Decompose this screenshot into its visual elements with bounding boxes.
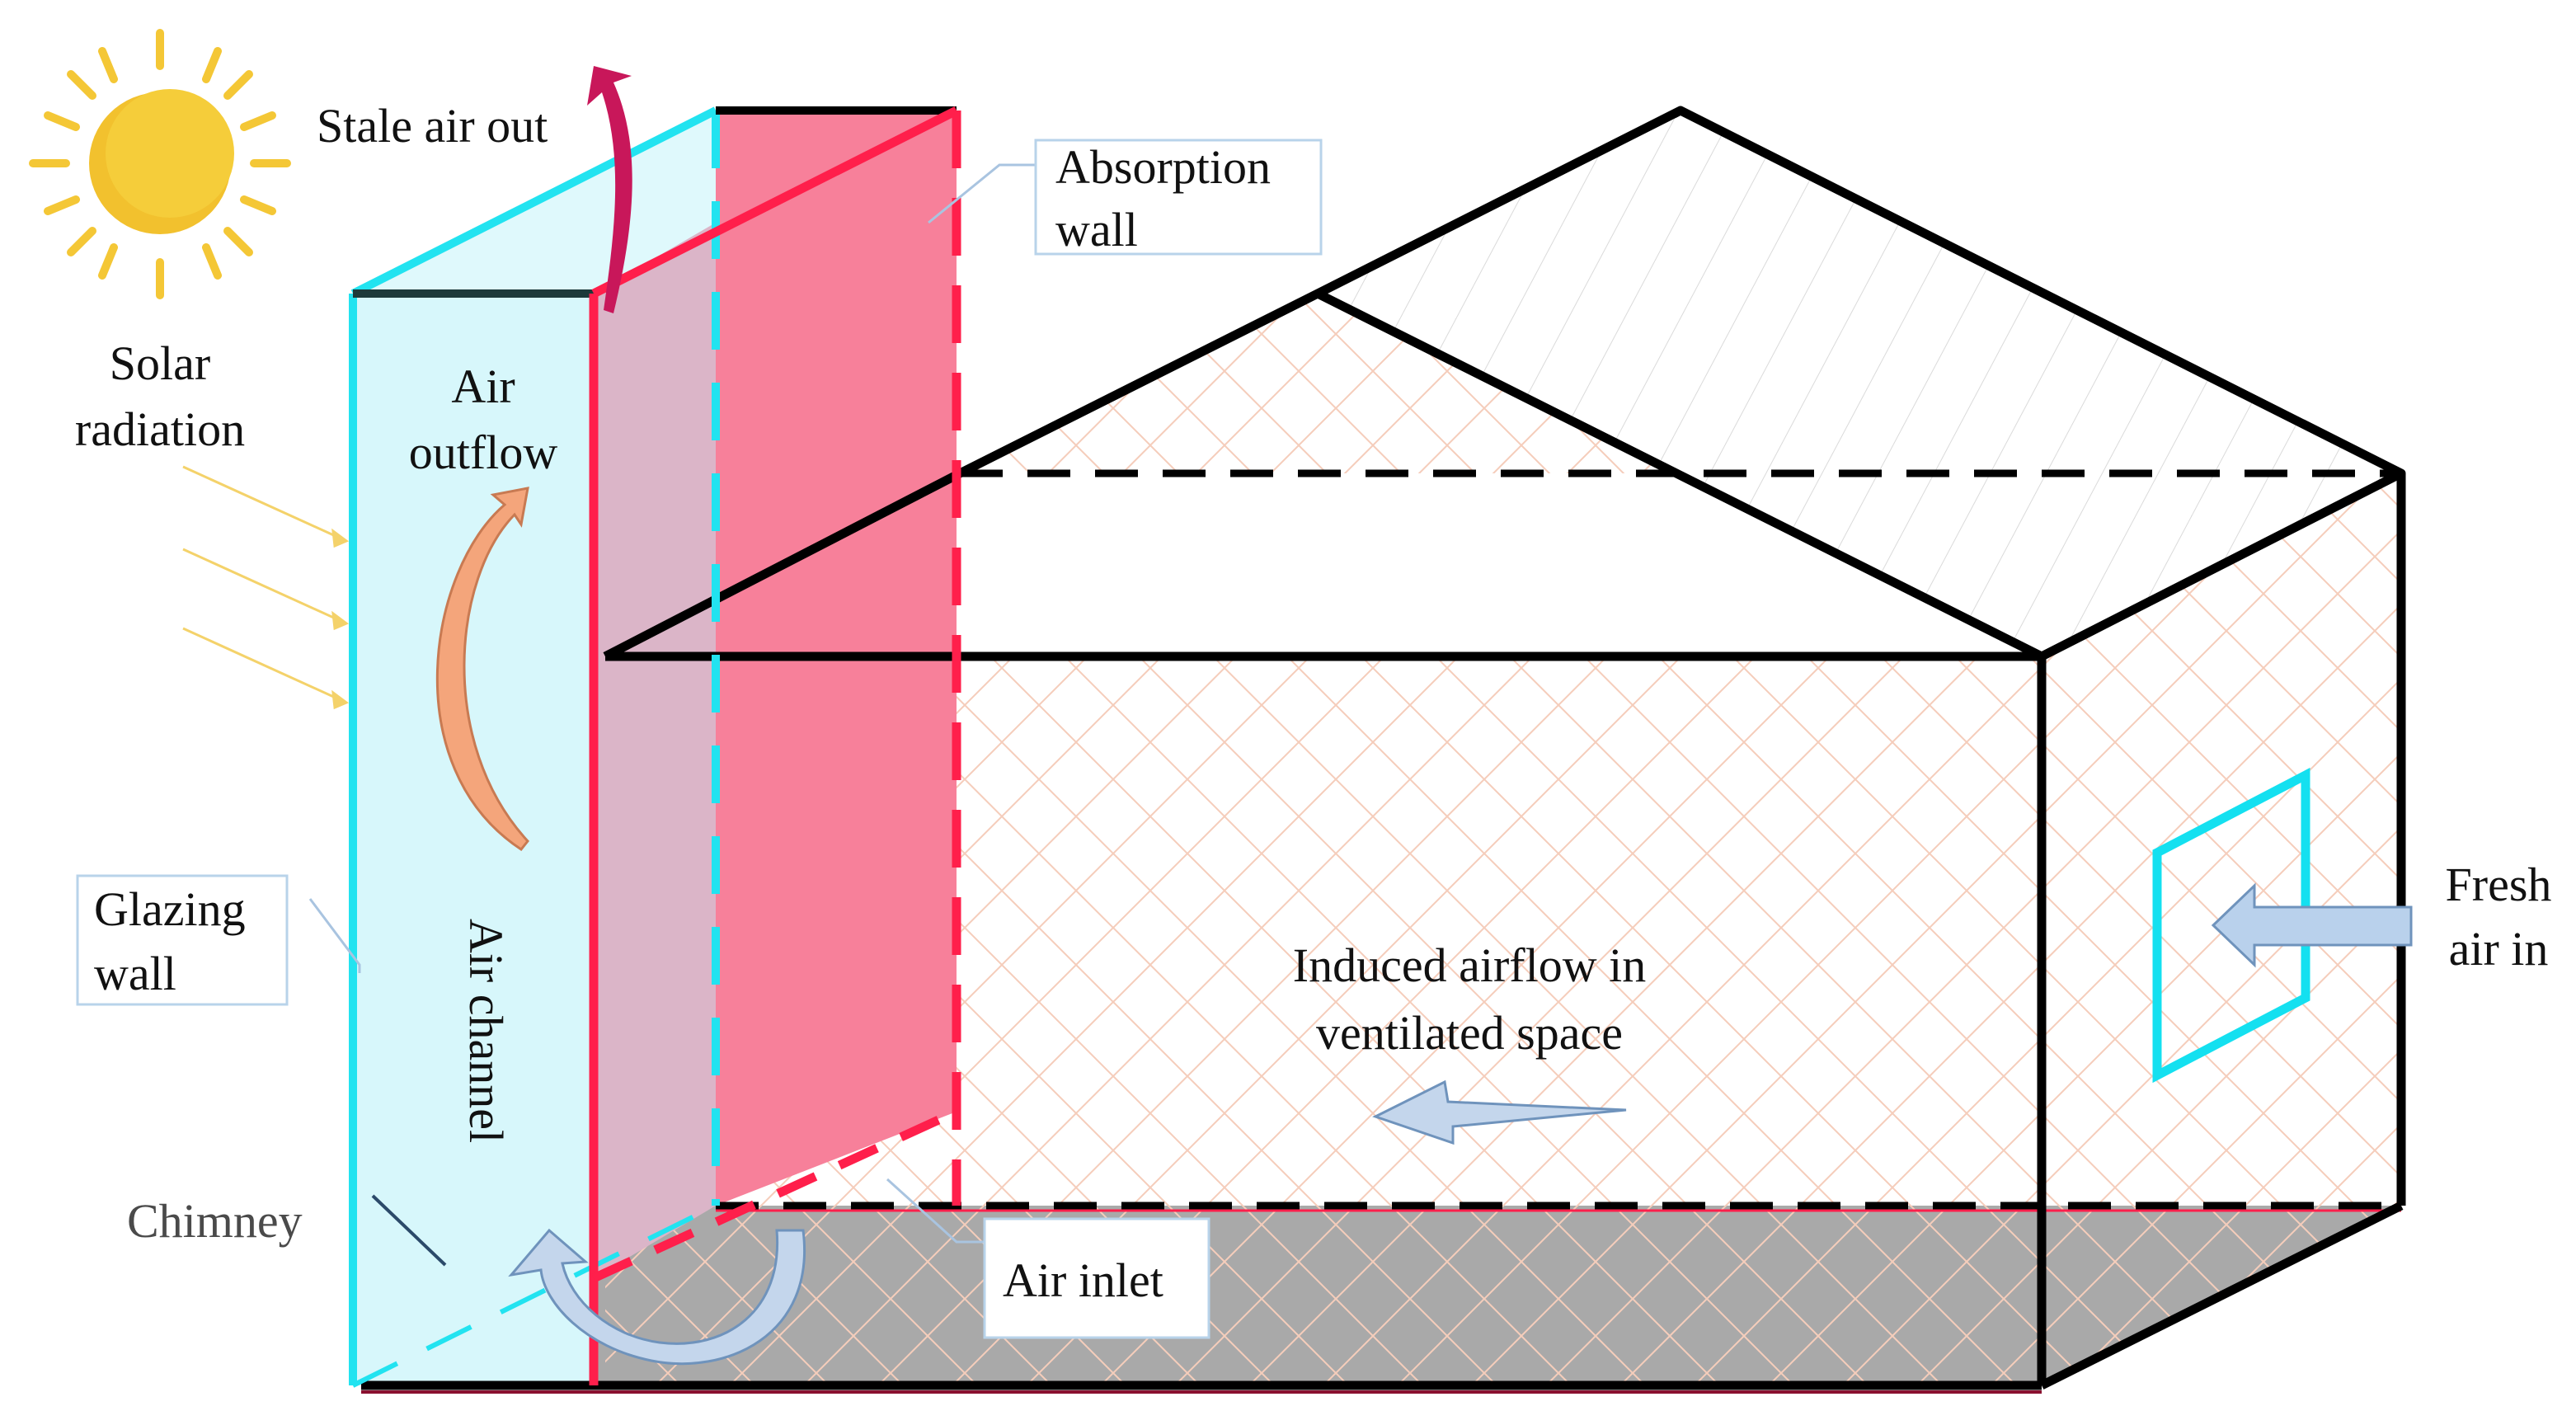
absorber-edges — [589, 106, 961, 1385]
air-outflow-label-line2: outflow — [409, 426, 558, 479]
air-inlet-callout — [983, 1217, 1210, 1339]
induced-airflow-label: Induced airflow in — [1293, 938, 1646, 992]
window — [2152, 767, 2310, 1084]
glazing-wall-label: Glazing — [94, 882, 246, 936]
fresh-air-in-label: Fresh — [2446, 858, 2552, 911]
stale-air-out-label: Stale air out — [317, 99, 548, 153]
solar-ray-arrows — [182, 465, 349, 710]
curved-arrow-icon — [436, 487, 529, 852]
leader-lines — [308, 163, 1036, 1244]
roof-plane — [1318, 111, 2401, 656]
glazing-wall-panel — [353, 294, 594, 1385]
gable-triangle — [960, 294, 1681, 473]
glazing-wall-label-line2: wall — [94, 947, 176, 1000]
solar-radiation-label: Solar — [110, 336, 210, 390]
air-inlet-label: Air inlet — [1003, 1253, 1163, 1307]
absorption-wall-callout — [1034, 139, 1323, 256]
fresh-air-arrow-icon — [2211, 882, 2413, 968]
absorption-wall-label: Absorption — [1055, 140, 1271, 194]
solar-radiation-label-line2: radiation — [75, 402, 245, 456]
house-outline — [361, 106, 2406, 1390]
glazing-edges — [349, 106, 720, 1388]
absorber-overlap — [594, 223, 716, 1278]
absorption-wall-label-line2: wall — [1055, 203, 1138, 256]
glazing-wall-callout — [76, 874, 289, 1006]
sun-icon — [29, 29, 291, 299]
air-outflow-label: Air — [451, 360, 515, 413]
fresh-air-in-label-line2: air in — [2449, 922, 2549, 976]
chimney-leader — [371, 1194, 447, 1267]
air-channel-label: Air channel — [459, 919, 513, 1143]
chimney-label: Chimney — [127, 1194, 303, 1248]
induced-left-arrow-icon — [1372, 1079, 1627, 1145]
induced-airflow-label-line2: ventilated space — [1316, 1006, 1623, 1060]
curved-up-arrow-icon — [587, 66, 632, 313]
u-turn-arrow-icon — [508, 1228, 806, 1366]
